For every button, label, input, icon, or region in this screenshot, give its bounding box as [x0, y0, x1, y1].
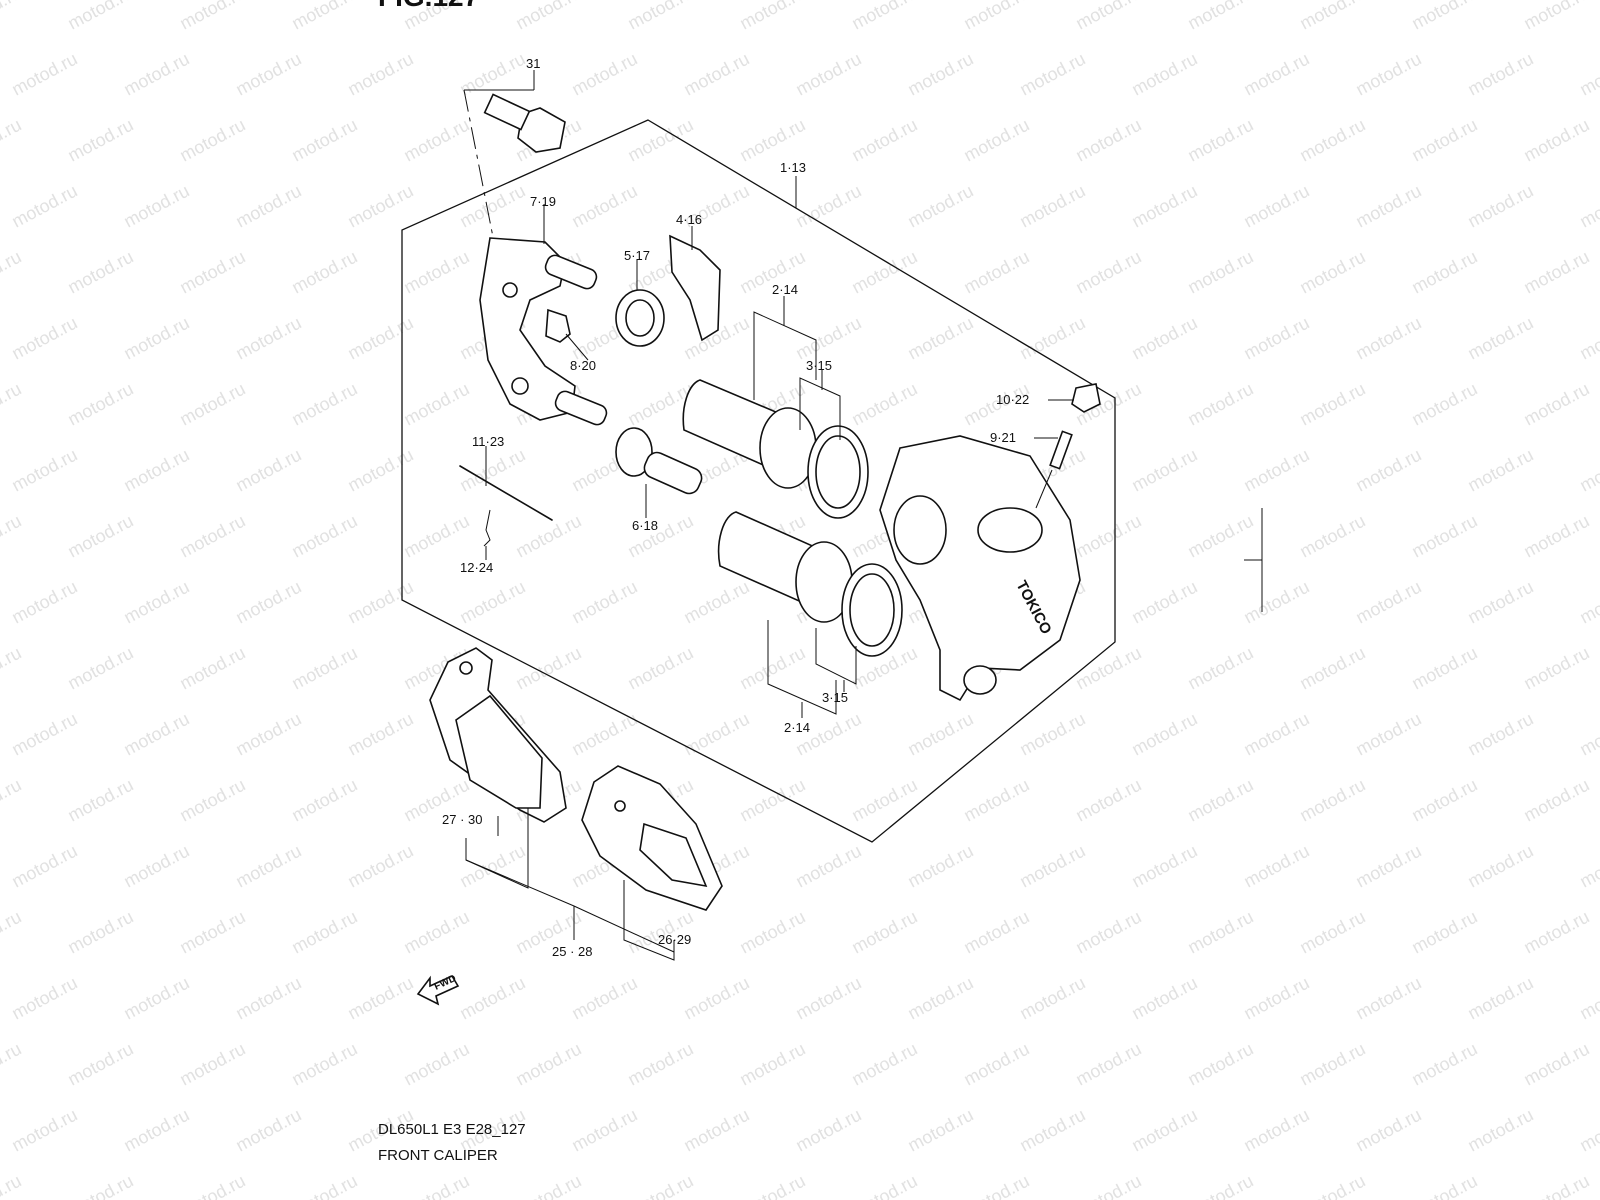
- callout-3-15-bottom: 3·15: [822, 690, 848, 705]
- callout-8-20: 8·20: [570, 358, 596, 373]
- callout-3-15-top: 3·15: [806, 358, 832, 373]
- caliper-bracket-7-19: [479, 204, 608, 426]
- callout-25-28: 25 · 28: [552, 944, 592, 959]
- pad-spring-4-16: [669, 226, 721, 342]
- figure-title-fragment: FIG.127: [378, 0, 479, 12]
- figure-name: FRONT CALIPER: [378, 1147, 498, 1164]
- callout-9-21: 9·21: [990, 430, 1016, 445]
- callout-2-14-bottom: 2·14: [784, 720, 810, 735]
- seal-bottom-3-15: [815, 563, 903, 692]
- callout-12-24: 12·24: [460, 560, 493, 575]
- callout-26-29: 26·29: [658, 932, 691, 947]
- slide-pin-6-18: [615, 427, 703, 518]
- seal-top-3-15: [799, 370, 869, 519]
- bolt-31: [463, 70, 566, 299]
- callout-10-22: 10·22: [996, 392, 1029, 407]
- brake-pad-26-29: [581, 765, 723, 961]
- callout-1-13: 1·13: [780, 160, 806, 175]
- fwd-arrow-icon: [416, 974, 460, 1006]
- callout-6-18: 6·18: [632, 518, 658, 533]
- callout-7-19: 7·19: [530, 194, 556, 209]
- bleeder-valve-9-21: [1034, 430, 1073, 509]
- piston-top-2-14: [682, 296, 817, 489]
- callout-11-23: 11·23: [472, 434, 504, 449]
- bleeder-cap-10-22: [1048, 383, 1101, 413]
- callout-4-16: 4·16: [676, 212, 702, 227]
- callout-2-14-top: 2·14: [772, 282, 798, 297]
- brake-pad-27-30: [429, 647, 567, 889]
- pad-spring-8-20: [545, 308, 589, 361]
- assembly-frame: [401, 119, 1116, 843]
- figure-code: DL650L1 E3 E28_127: [378, 1121, 526, 1138]
- callout-5-17: 5·17: [624, 248, 650, 263]
- caliper-body-1-13: TOKICO: [795, 176, 1081, 702]
- callout-31: 31: [526, 56, 540, 71]
- boot-5-17: [615, 260, 665, 347]
- pad-pin-11-23: [459, 446, 553, 521]
- pin-clip-12-24: [483, 509, 491, 560]
- piston-bottom-2-14: [717, 511, 853, 718]
- callout-27-30: 27 · 30: [442, 812, 482, 827]
